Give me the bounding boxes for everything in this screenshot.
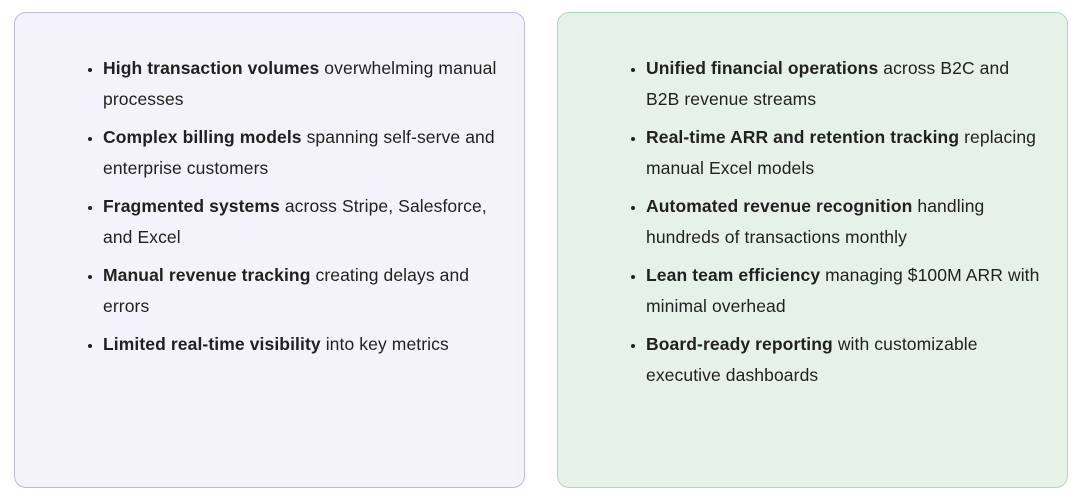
list-item: Lean team efficiency managing $100M ARR … bbox=[646, 260, 1041, 322]
list-item: Limited real-time visibility into key me… bbox=[103, 329, 498, 360]
list-item-text: overwhelming manual processes bbox=[103, 58, 497, 109]
list-item: Manual revenue tracking creating delays … bbox=[103, 260, 498, 322]
list-item-bold-lead: Unified financial operations bbox=[646, 58, 879, 78]
list-item-bold-lead: Lean team efficiency bbox=[646, 265, 821, 285]
list-item: Fragmented systems across Stripe, Salesf… bbox=[103, 191, 498, 253]
list-item-text: across Stripe, Salesforce, and Excel bbox=[103, 196, 487, 247]
list-item-text: spanning self-serve and enterprise custo… bbox=[103, 127, 495, 178]
list-item-text: creating delays and errors bbox=[103, 265, 470, 316]
list-item: Real-time ARR and retention tracking rep… bbox=[646, 122, 1041, 184]
list-item-text: into key metrics bbox=[320, 334, 449, 354]
challenges-list: High transaction volumes overwhelming ma… bbox=[45, 53, 498, 360]
list-item-bold-lead: Complex billing models bbox=[103, 127, 302, 147]
list-item-text: replacing manual Excel models bbox=[646, 127, 1037, 178]
list-item: Automated revenue recognition handling h… bbox=[646, 191, 1041, 253]
list-item-text: with customizable executive dashboards bbox=[646, 334, 978, 385]
challenges-card: High transaction volumes overwhelming ma… bbox=[14, 12, 525, 488]
outcomes-card: Unified financial operations across B2C … bbox=[557, 12, 1068, 488]
list-item-bold-lead: High transaction volumes bbox=[103, 58, 320, 78]
outcomes-list: Unified financial operations across B2C … bbox=[588, 53, 1041, 391]
list-item-text: managing $100M ARR with minimal overhead bbox=[646, 265, 1040, 316]
list-item: Board-ready reporting with customizable … bbox=[646, 329, 1041, 391]
list-item-bold-lead: Limited real-time visibility bbox=[103, 334, 321, 354]
list-item: Unified financial operations across B2C … bbox=[646, 53, 1041, 115]
list-item-bold-lead: Automated revenue recognition bbox=[646, 196, 913, 216]
list-item: High transaction volumes overwhelming ma… bbox=[103, 53, 498, 115]
list-item-text: handling hundreds of transactions monthl… bbox=[646, 196, 985, 247]
list-item-bold-lead: Manual revenue tracking bbox=[103, 265, 311, 285]
list-item-bold-lead: Board-ready reporting bbox=[646, 334, 833, 354]
list-item: Complex billing models spanning self-ser… bbox=[103, 122, 498, 184]
list-item-bold-lead: Fragmented systems bbox=[103, 196, 280, 216]
list-item-bold-lead: Real-time ARR and retention tracking bbox=[646, 127, 960, 147]
list-item-text: across B2C and B2B revenue streams bbox=[646, 58, 1010, 109]
